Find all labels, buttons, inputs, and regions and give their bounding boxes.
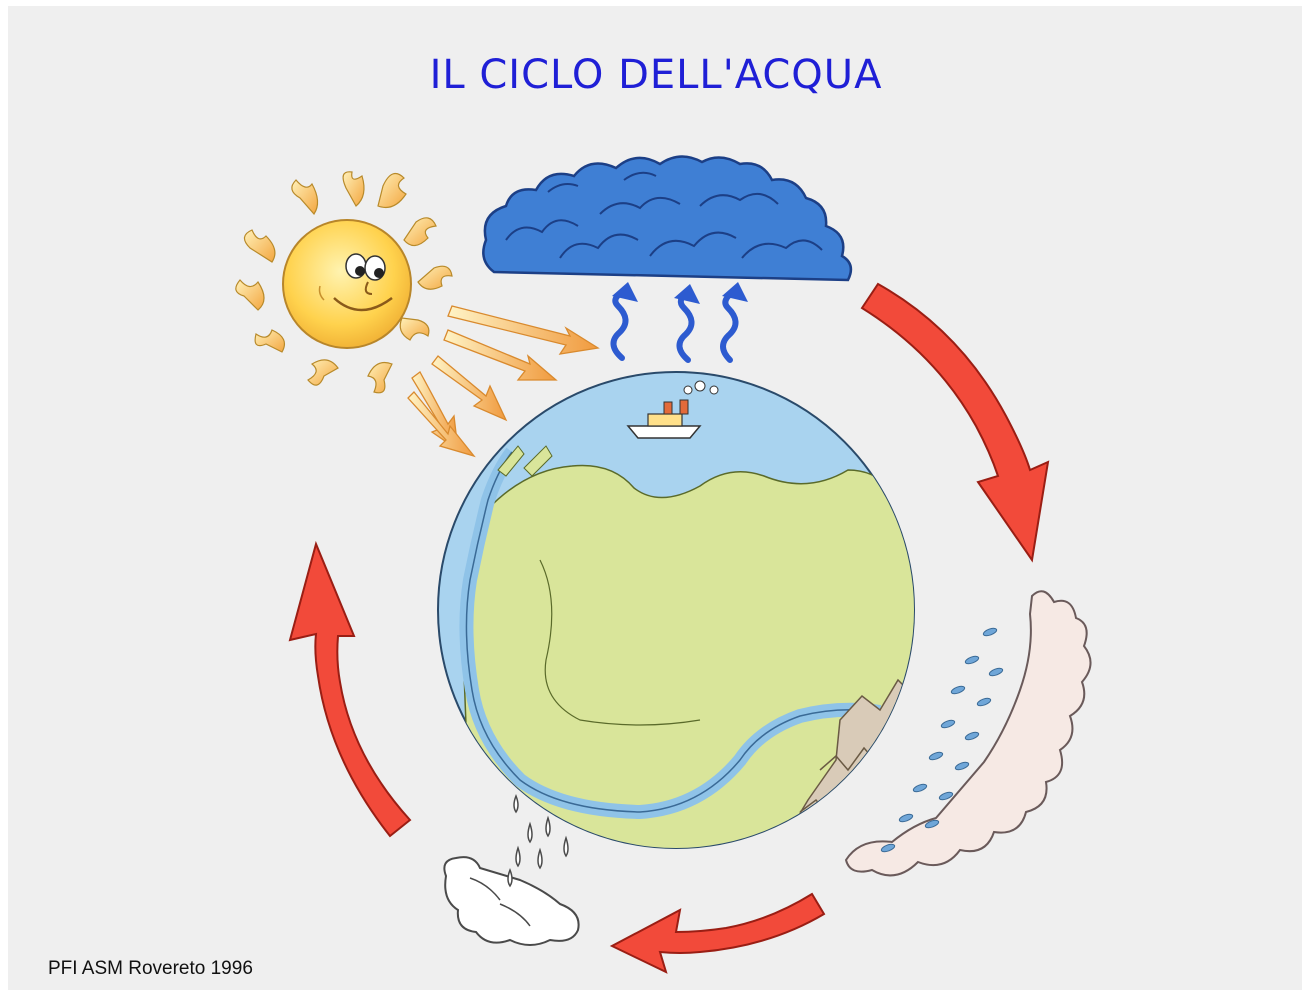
rain-drops-icon	[880, 627, 1004, 853]
earth-icon	[437, 371, 915, 849]
cloud-icon	[482, 155, 853, 282]
evaporation-arrows-icon	[610, 287, 739, 363]
boat-icon	[626, 380, 719, 439]
cycle-arrow-right-icon	[860, 282, 1050, 563]
page-title: IL CICLO DELL'ACQUA	[429, 52, 883, 98]
snow-cloud-icon	[443, 856, 580, 946]
evaporation-arrowheads	[612, 282, 748, 304]
cycle-arrow-bottom-icon	[609, 892, 826, 974]
sun-icon	[235, 171, 453, 394]
cycle-arrows	[288, 282, 1050, 974]
credit-text: PFI ASM Rovereto 1996	[48, 958, 253, 979]
snow-drops-icon	[507, 793, 569, 888]
rain-cloud-icon	[844, 590, 1092, 877]
sunlight-arrows-icon	[407, 305, 600, 458]
cycle-arrow-left-icon	[288, 540, 412, 838]
